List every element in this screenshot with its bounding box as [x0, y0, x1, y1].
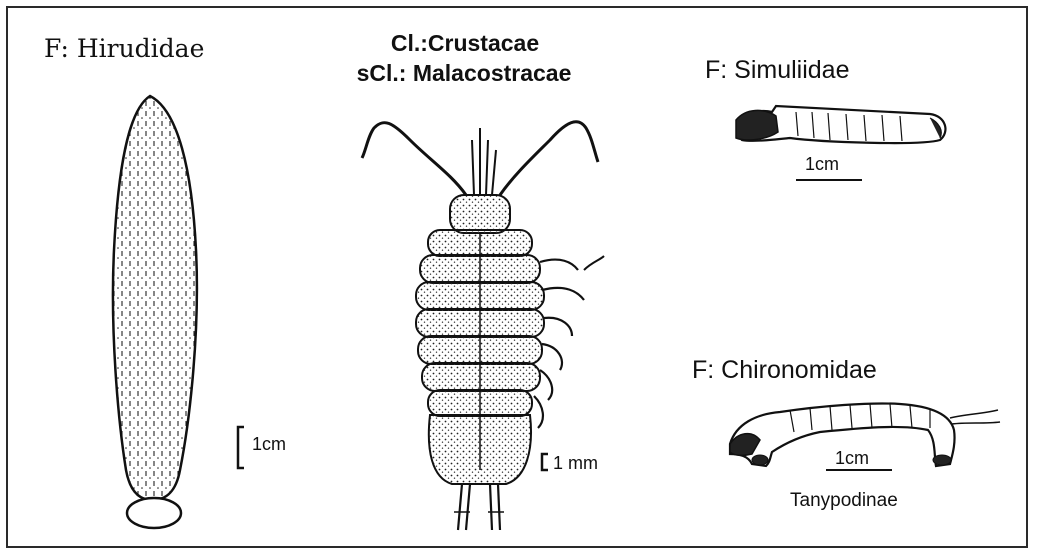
leech-drawing	[113, 96, 197, 528]
crustacea-scale-bracket	[542, 454, 548, 470]
hirudidae-label: F: Hirudidae	[44, 34, 204, 63]
crustacae-class-label: Cl.:Crustacae	[338, 30, 592, 57]
simuliidae-larva-drawing	[736, 106, 945, 143]
malacostracae-subclass-label: sCl.: Malacostracae	[308, 60, 620, 87]
leech-sucker	[127, 498, 181, 528]
hirudidae-scale-label: 1cm	[252, 434, 286, 455]
simuliidae-label: F: Simuliidae	[705, 56, 850, 85]
chironomidae-scale-label: 1cm	[835, 448, 869, 469]
hirudidae-scale-bracket	[238, 427, 244, 468]
chironomidae-label: F: Chironomidae	[692, 356, 877, 385]
crustacea-scale-label: 1 mm	[553, 453, 598, 474]
simuliidae-scale-label: 1cm	[805, 154, 839, 175]
tanypodinae-label: Tanypodinae	[790, 490, 898, 512]
